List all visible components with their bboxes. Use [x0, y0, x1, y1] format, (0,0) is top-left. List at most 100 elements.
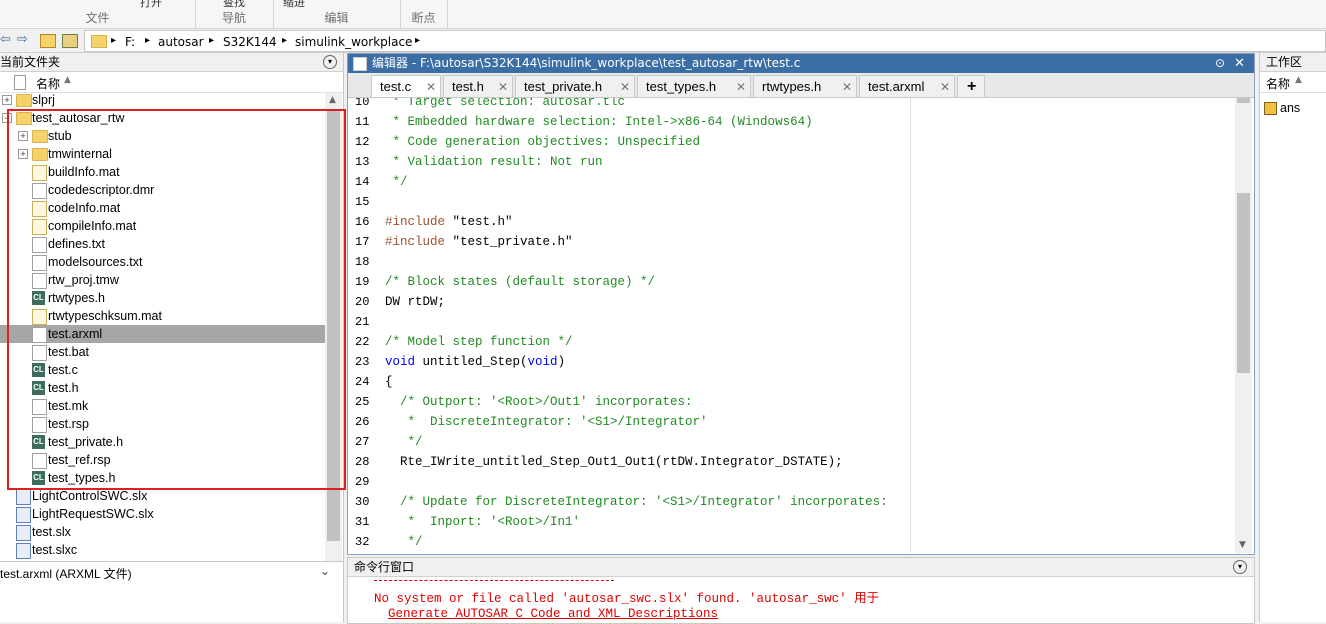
tab-rtwtypes-h[interactable]: rtwtypes.h✕ [753, 75, 857, 97]
file-list-item[interactable]: LightControlSWC.slx [0, 487, 325, 505]
file-name: rtw_proj.tmw [48, 273, 119, 287]
file-list-item[interactable]: test.rsp [0, 415, 325, 433]
tab-test-c[interactable]: test.c✕ [371, 75, 441, 97]
line-number: 13 [355, 155, 370, 169]
line-number: 17 [355, 235, 370, 249]
documentation-link[interactable]: Generate AUTOSAR C Code and XML Descript… [388, 607, 719, 621]
document-icon [32, 417, 47, 433]
column-header[interactable]: 名称 ▲ [0, 72, 343, 93]
panel-menu-icon[interactable]: ▾ [1233, 560, 1247, 574]
scrollbar-thumb[interactable] [327, 111, 340, 541]
file-list-item[interactable]: +stub [0, 127, 325, 145]
close-icon[interactable]: ✕ [425, 80, 436, 94]
file-list-item[interactable]: defines.txt [0, 235, 325, 253]
indent-button-label[interactable]: 缩进 [283, 0, 305, 9]
simulink-model-icon [16, 507, 31, 523]
scrollbar-thumb[interactable] [1237, 193, 1250, 373]
chevron-down-icon[interactable]: ⌄ [320, 564, 331, 578]
scroll-down-icon[interactable]: ▼ [1239, 540, 1246, 550]
close-icon[interactable]: ✕ [1234, 56, 1245, 71]
up-folder-icon[interactable] [40, 34, 56, 48]
crumb-workplace[interactable]: simulink_workplace [295, 35, 413, 49]
file-list-item[interactable]: +slprj [0, 91, 325, 109]
browse-folder-icon[interactable] [62, 34, 78, 48]
file-list-item[interactable]: test.arxml [0, 325, 325, 343]
line-number: 18 [355, 255, 370, 269]
file-list-item[interactable]: compileInfo.mat [0, 217, 325, 235]
file-name: test.arxml [48, 327, 103, 341]
details-bar[interactable]: test.arxml (ARXML 文件) ⌄ [0, 561, 343, 582]
tab-label: test_private.h [524, 79, 603, 94]
editor-scrollbar[interactable]: ▼ [1235, 98, 1252, 553]
expand-icon[interactable]: + [18, 131, 28, 141]
close-icon[interactable]: ✕ [735, 80, 746, 94]
code-line: /* Outport: '<Root>/Out1' incorporates: [385, 395, 693, 409]
crumb-s32k144[interactable]: S32K144 [223, 35, 277, 49]
close-icon[interactable]: ✕ [619, 80, 630, 94]
open-button-label[interactable]: 打开 [140, 0, 162, 9]
file-list-item[interactable]: modelsources.txt [0, 253, 325, 271]
sort-ascending-icon: ▲ [64, 75, 71, 85]
find-button-label[interactable]: 查找 [223, 0, 245, 9]
document-icon [32, 453, 47, 469]
add-tab-button[interactable]: + [957, 75, 985, 97]
command-window-title-bar: 命令行窗口 ▾ [348, 558, 1254, 577]
file-list-item[interactable]: test_ref.rsp [0, 451, 325, 469]
file-name: test.rsp [48, 417, 89, 431]
line-number: 12 [355, 135, 370, 149]
tab-test-types-h[interactable]: test_types.h✕ [637, 75, 751, 97]
close-icon[interactable]: ✕ [939, 80, 950, 94]
tab-test-h[interactable]: test.h✕ [443, 75, 513, 97]
workspace-title-bar: 工作区 [1260, 53, 1326, 72]
chevron-right-icon: ▸ [415, 35, 421, 46]
tab-test-arxml[interactable]: test.arxml✕ [859, 75, 955, 97]
file-list-item[interactable]: test.bat [0, 343, 325, 361]
file-list-scrollbar[interactable]: ▲ ▼ [325, 93, 342, 580]
workspace-column-header[interactable]: 名称 ▲ [1260, 72, 1326, 93]
path-box[interactable]: ▸ F: ▸ autosar ▸ S32K144 ▸ simulink_work… [84, 30, 1326, 52]
file-list-item[interactable]: codedescriptor.dmr [0, 181, 325, 199]
workspace-var-row[interactable]: ans [1260, 99, 1326, 117]
tab-test-private-h[interactable]: test_private.h ✕ [515, 75, 635, 97]
file-list-item[interactable]: test.mk [0, 397, 325, 415]
sort-ascending-icon: ▲ [1295, 75, 1302, 85]
file-list-item[interactable]: rtwtypeschksum.mat [0, 307, 325, 325]
file-list-item[interactable]: test.slxc [0, 541, 325, 559]
panel-menu-icon[interactable]: ▾ [323, 55, 337, 69]
file-list-item[interactable]: LightRequestSWC.slx [0, 505, 325, 523]
expand-icon[interactable]: + [18, 149, 28, 159]
mat-file-icon [32, 219, 47, 235]
file-name: defines.txt [48, 237, 105, 251]
c-header-file-icon: CL [32, 435, 45, 449]
crumb-autosar[interactable]: autosar [158, 35, 204, 49]
line-number: 23 [355, 355, 370, 369]
crumb-drive[interactable]: F: [125, 35, 136, 49]
scroll-up-icon[interactable]: ▲ [329, 95, 336, 105]
file-name: modelsources.txt [48, 255, 143, 269]
file-name: test.slx [32, 525, 71, 539]
line-number: 25 [355, 395, 370, 409]
forward-arrow-icon[interactable]: ⇨ [17, 32, 28, 47]
command-window-title: 命令行窗口 [354, 560, 415, 574]
file-list-item[interactable]: test.slx [0, 523, 325, 541]
file-list-item[interactable]: codeInfo.mat [0, 199, 325, 217]
file-list-item[interactable]: rtw_proj.tmw [0, 271, 325, 289]
expand-icon[interactable]: + [2, 95, 12, 105]
editor-menu-icon[interactable]: ⊙ [1215, 56, 1226, 70]
file-list-item[interactable]: +tmwinternal [0, 145, 325, 163]
back-arrow-icon[interactable]: ⇦ [0, 32, 11, 47]
command-window[interactable]: 命令行窗口 ▾ No system or file called 'autosa… [347, 557, 1255, 624]
line-number: 29 [355, 475, 370, 489]
code-line: * Embedded hardware selection: Intel->x8… [385, 115, 813, 129]
scroll-up-icon[interactable] [1237, 98, 1250, 103]
file-list-item[interactable]: buildInfo.mat [0, 163, 325, 181]
close-icon[interactable]: ✕ [497, 80, 508, 94]
code-line: * DiscreteIntegrator: '<S1>/Integrator' [385, 415, 708, 429]
close-icon[interactable]: ✕ [841, 80, 852, 94]
